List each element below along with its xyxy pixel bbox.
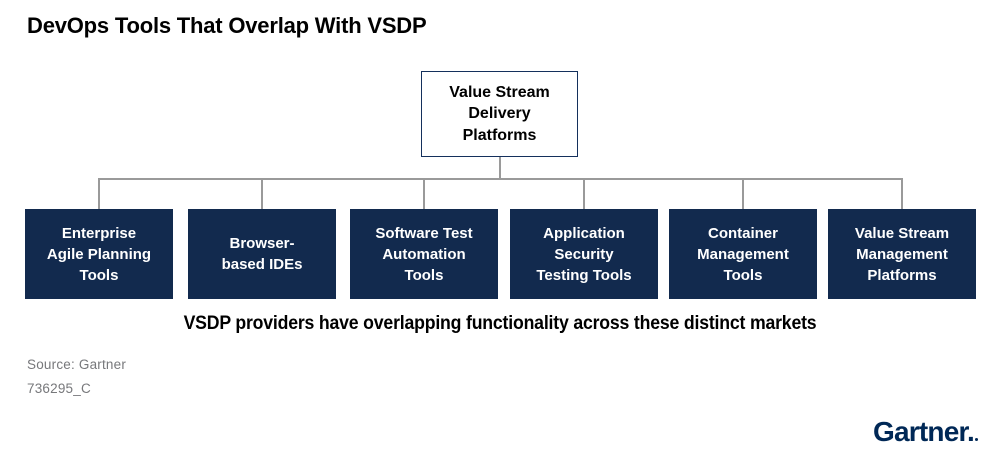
connector-stub-1 (98, 178, 100, 209)
registered-mark-icon (975, 438, 978, 441)
connector-stub-5 (742, 178, 744, 209)
figure-title: DevOps Tools That Overlap With VSDP (27, 13, 427, 38)
connector-stub-4 (583, 178, 585, 209)
connector-root-stub (499, 157, 501, 178)
connector-stub-6 (901, 178, 903, 209)
connector-horizontal (98, 178, 903, 180)
figure-caption: VSDP providers have overlapping function… (183, 313, 817, 334)
gartner-logo: Gartner. (873, 416, 978, 448)
node-value-stream-management-platforms: Value Stream Management Platforms (828, 209, 976, 299)
connector-stub-3 (423, 178, 425, 209)
gartner-logo-text: Gartner. (873, 416, 975, 447)
node-container-management-tools: Container Management Tools (669, 209, 817, 299)
node-browser-based-ides: Browser- based IDEs (188, 209, 336, 299)
node-enterprise-agile-planning-tools: Enterprise Agile Planning Tools (25, 209, 173, 299)
source-attribution: Source: Gartner (27, 357, 127, 372)
connector-stub-2 (261, 178, 263, 209)
node-value-stream-delivery-platforms: Value Stream Delivery Platforms (421, 71, 578, 157)
node-software-test-automation-tools: Software Test Automation Tools (350, 209, 498, 299)
figure-id: 736295_C (27, 381, 91, 396)
node-application-security-testing-tools: Application Security Testing Tools (510, 209, 658, 299)
